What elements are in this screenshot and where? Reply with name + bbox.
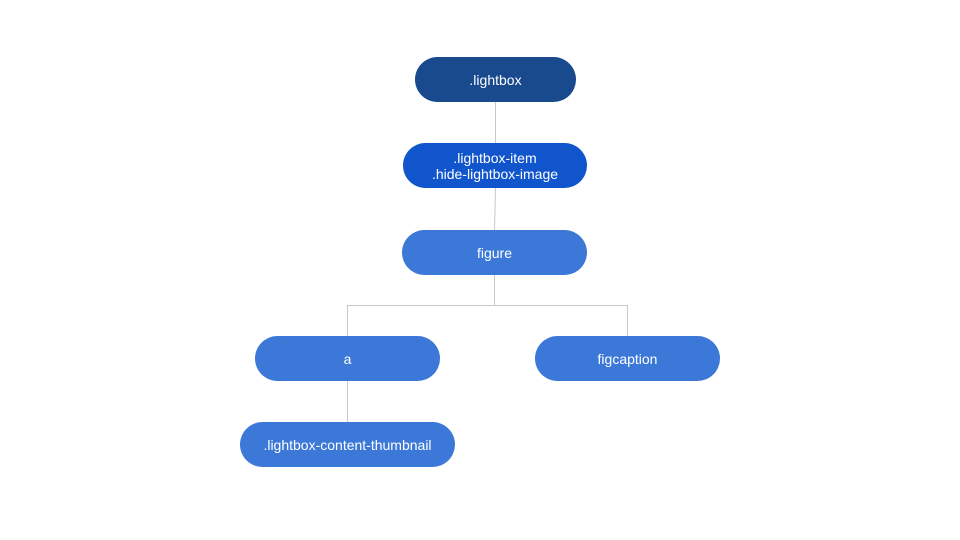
node-thumbnail-label: .lightbox-content-thumbnail [263,436,432,453]
connector-figure-to-figcaption [494,305,628,336]
node-lightbox-item-label-line2: .hide-lightbox-image [431,165,559,182]
node-lightbox-item: .lightbox-item .hide-lightbox-image [403,143,587,188]
node-lightbox-content-thumbnail: .lightbox-content-thumbnail [240,422,455,467]
node-figcaption: figcaption [535,336,720,381]
node-lightbox-label: .lightbox [469,71,522,88]
node-lightbox: .lightbox [415,57,576,102]
connector-lightbox-item-to-figure [494,187,496,231]
node-lightbox-item-label-line1: .lightbox-item [453,149,537,166]
node-a: a [255,336,440,381]
node-a-label: a [343,350,352,367]
node-figcaption-label: figcaption [597,350,658,367]
connector-figure-to-children [347,275,495,336]
node-figure-label: figure [476,244,513,261]
node-figure: figure [402,230,587,275]
